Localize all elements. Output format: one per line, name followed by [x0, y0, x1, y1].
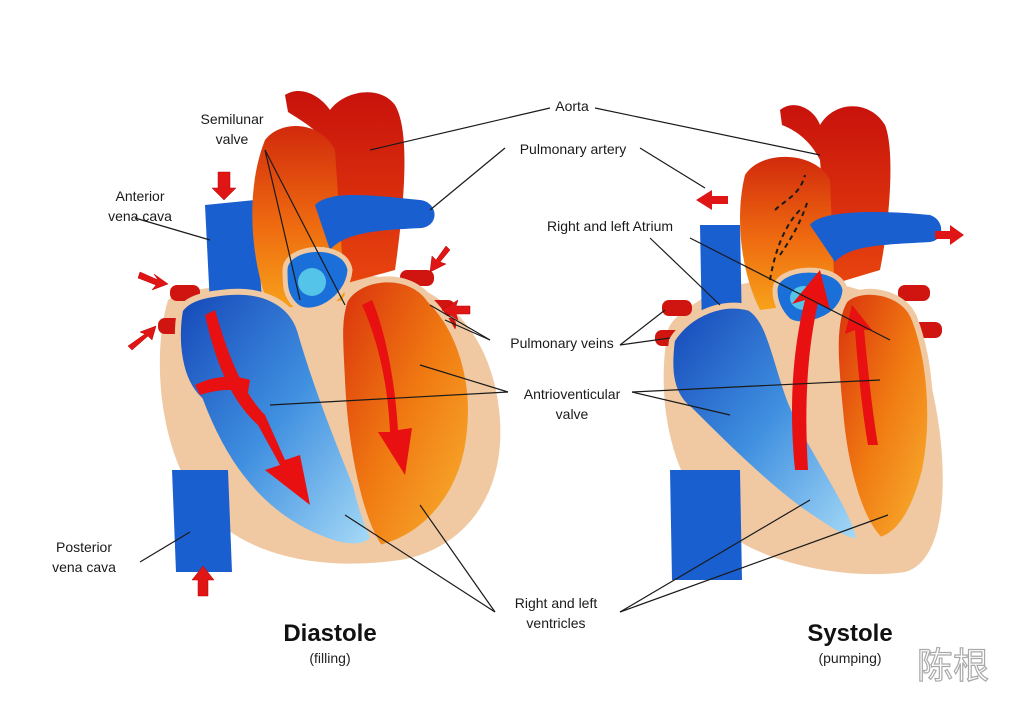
diastole-left-chambers: [337, 276, 474, 552]
label-posterior-line1: Posterior: [56, 539, 112, 555]
label-pulmonary-veins: Pulmonary veins: [510, 335, 614, 351]
label-anterior-line1: Anterior: [115, 188, 164, 204]
diastole-anterior-vena-cava: [205, 200, 262, 305]
label-ventricles-line2: ventricles: [526, 615, 585, 631]
label-aorta: Aorta: [555, 98, 589, 114]
diastole-valve-highlight: [298, 268, 326, 296]
labels: Aorta Pulmonary artery Semilunar valve A…: [52, 98, 673, 631]
diastole-inflow-arrows: [127, 171, 471, 597]
label-semilunar-line1: Semilunar: [200, 111, 263, 127]
leader-lines: [134, 107, 891, 613]
label-av-line1: Antrioventicular: [524, 386, 621, 402]
systole-title: Systole: [807, 620, 892, 647]
systole-right-chambers: [667, 302, 864, 544]
label-atrium: Right and left Atrium: [547, 218, 673, 234]
label-posterior-line2: vena cava: [52, 559, 116, 575]
watermark: 陈根: [917, 646, 989, 687]
diastole-subtitle: (filling): [309, 650, 350, 666]
systole-subtitle: (pumping): [818, 650, 881, 666]
diastole-heart: [127, 90, 501, 597]
titles: Diastole (filling) Systole (pumping): [283, 620, 892, 666]
label-anterior-line2: vena cava: [108, 208, 172, 224]
label-av-line2: valve: [556, 406, 589, 422]
systole-pulmonary-artery: [810, 212, 942, 262]
label-pulmonary-artery: Pulmonary artery: [520, 141, 627, 157]
systole-flow-dashes: [769, 174, 809, 281]
label-ventricles-line1: Right and left: [515, 595, 598, 611]
systole-outflow-arrows: [696, 190, 964, 245]
diastole-pulmonary-artery: [315, 195, 435, 250]
systole-heart: [655, 105, 964, 580]
diastole-aorta: [285, 90, 405, 285]
systole-flow-arrows: [792, 270, 878, 470]
diastole-posterior-vena-cava: [172, 470, 232, 572]
label-semilunar-line2: valve: [216, 131, 249, 147]
diastole-title: Diastole: [283, 620, 376, 647]
diastole-flow-arrows: [195, 300, 412, 505]
systole-posterior-vena-cava: [670, 470, 742, 580]
